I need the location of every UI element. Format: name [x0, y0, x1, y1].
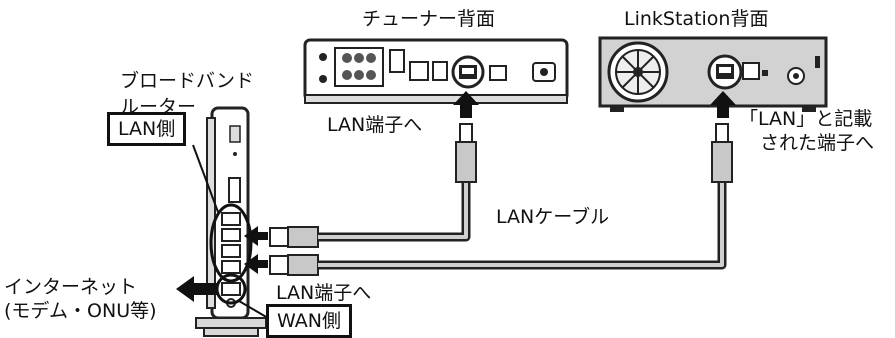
broadband-router-label-line1: ブロードバンド [120, 70, 254, 92]
lan-port-router-label: LAN端子へ [276, 282, 372, 304]
arrow-left-internet [176, 276, 218, 302]
tuner-back-label: チューナー背面 [362, 8, 496, 30]
wan-side-label: WAN側 [266, 304, 352, 338]
ls-port-label-line2: された端子へ [760, 132, 875, 154]
arrow-left-lan-upper [244, 226, 268, 246]
tuner-device [303, 38, 569, 104]
lan-cable-lower [269, 123, 733, 276]
arrow-up-tuner [453, 91, 479, 118]
ls-port-label-line1: 「LAN」と記載 [739, 108, 873, 130]
arrow-up-linkstation [710, 91, 736, 118]
internet-label-line2: (モデム・ONU等) [4, 300, 157, 322]
arrow-left-lan-lower [244, 254, 268, 274]
lan-port-highlight [209, 203, 253, 283]
linkstation-back-label: LinkStation背面 [624, 8, 769, 30]
internet-label-line1: インターネット [4, 276, 138, 298]
lan-side-label: LAN側 [107, 112, 187, 146]
linkstation-device [598, 36, 828, 112]
lan-port-tuner-label: LAN端子へ [327, 114, 423, 136]
lan-cable-label: LANケーブル [496, 206, 610, 228]
router-device [195, 106, 267, 337]
lan-cable-upper [269, 123, 477, 248]
